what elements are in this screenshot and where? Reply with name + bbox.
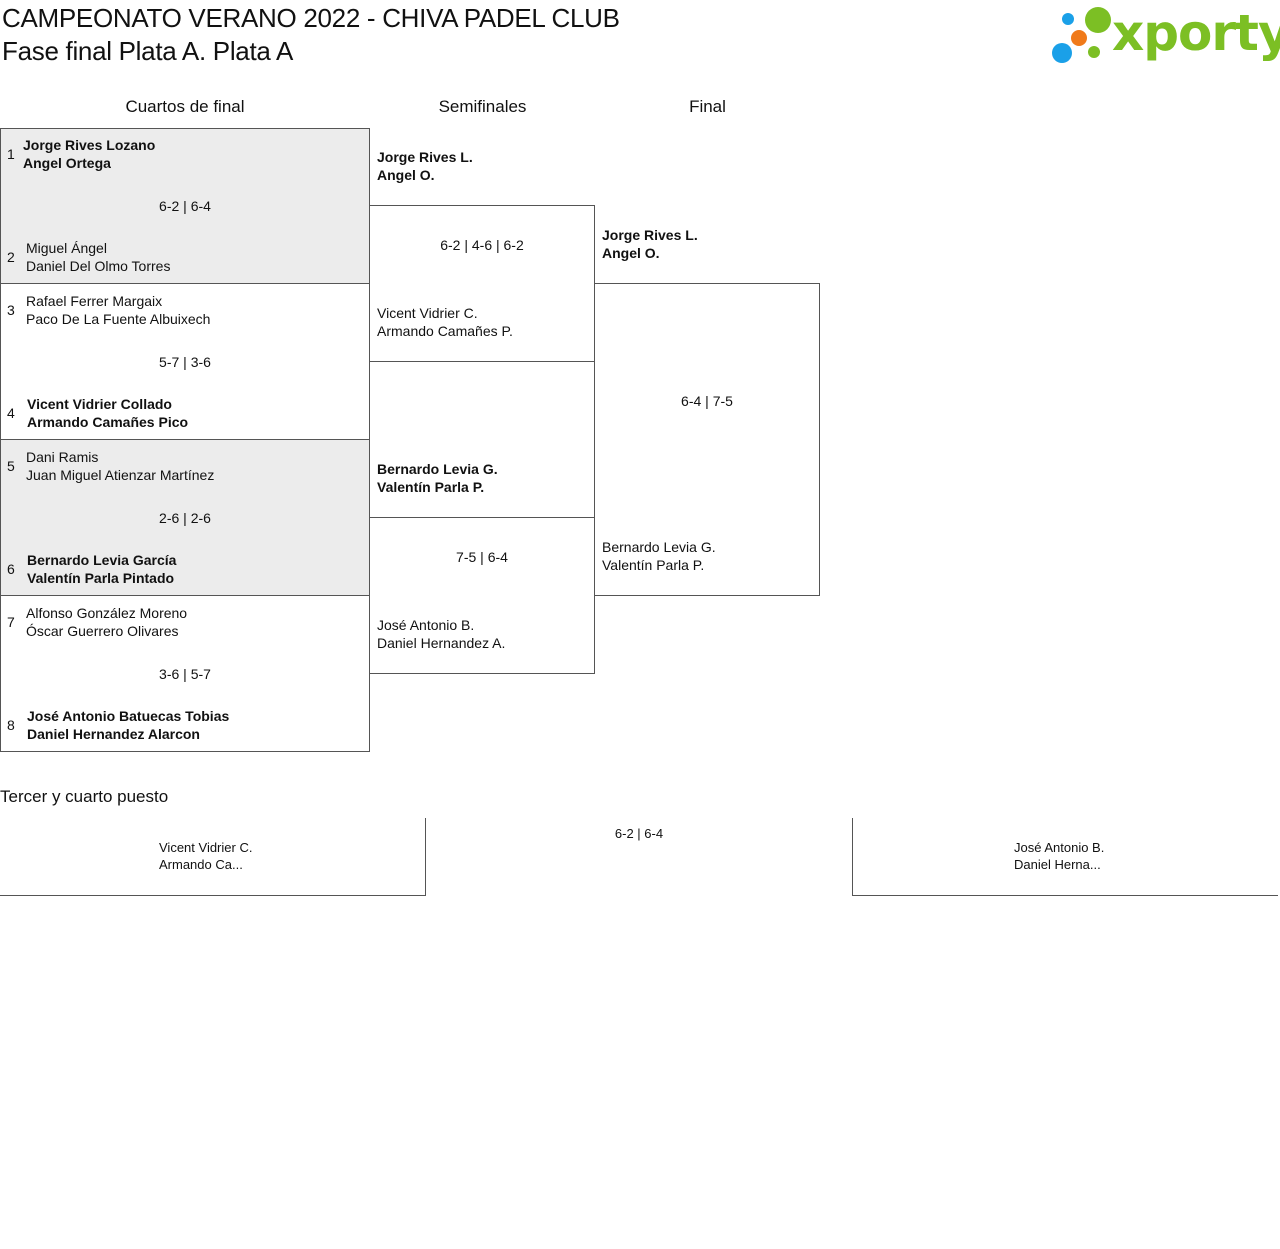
team-player: Vicent Vidrier Collado (27, 396, 172, 412)
team-player: Daniel Del Olmo Torres (26, 258, 171, 274)
match-score: 2-6 | 2-6 (159, 510, 211, 526)
match-score: 6-2 | 6-4 (614, 826, 664, 841)
team-player: Valentín Parla P. (377, 479, 485, 495)
team-player: Armando Camañes P. (377, 323, 513, 339)
team-player: Valentín Parla P. (602, 557, 705, 573)
team-player: Óscar Guerrero Olivares (26, 623, 179, 639)
seed-number: 8 (7, 717, 15, 733)
third-place-heading: Tercer y cuarto puesto (0, 787, 169, 806)
team-player: Bernardo Levia G. (602, 539, 716, 555)
team-player: Angel Ortega (23, 155, 111, 171)
seed-number: 1 (7, 146, 15, 162)
team-player: Alfonso González Moreno (26, 605, 188, 621)
match-score: 5-7 | 3-6 (159, 354, 211, 370)
team-player: Paco De La Fuente Albuixech (26, 311, 211, 327)
match-score: 6-4 | 7-5 (681, 393, 733, 409)
page-title: CAMPEONATO VERANO 2022 - CHIVA PADEL CLU… (2, 3, 620, 33)
team-player: Jorge Rives L. (602, 227, 698, 243)
team-player: José Antonio B. (1014, 840, 1105, 855)
match-score: 7-5 | 6-4 (456, 549, 508, 565)
team-player: Daniel Hernandez Alarcon (27, 726, 200, 742)
team-player: José Antonio Batuecas Tobias (27, 708, 230, 724)
round-quarters-heading: Cuartos de final (125, 97, 245, 116)
final-match (594, 283, 820, 596)
team-player: Rafael Ferrer Margaix (26, 293, 163, 309)
round-final-heading: Final (689, 97, 726, 116)
team-player: Daniel Hernandez A. (377, 635, 506, 651)
team-player: Bernardo Levia García (27, 552, 177, 568)
logo-dots-icon (1052, 7, 1111, 63)
round-semis-heading: Semifinales (438, 97, 527, 116)
team-player: Armando Camañes Pico (27, 414, 189, 430)
team-player: Jorge Rives L. (377, 149, 473, 165)
seed-number: 7 (7, 614, 15, 630)
team-player: Bernardo Levia G. (377, 461, 498, 477)
team-player: Vicent Vidrier C. (377, 305, 478, 321)
qf-match-1 (0, 128, 370, 284)
team-player: Juan Miguel Atienzar Martínez (26, 467, 215, 483)
team-player: José Antonio B. (377, 617, 475, 633)
third-place-left-box (0, 818, 426, 896)
team-player: Dani Ramis (26, 449, 99, 465)
team-player: Vicent Vidrier C. (159, 840, 253, 855)
team-player: Angel O. (602, 245, 660, 261)
team-player: Valentín Parla Pintado (27, 570, 175, 586)
team-player: Miguel Ángel (26, 240, 107, 256)
team-player: Angel O. (377, 167, 435, 183)
match-score: 3-6 | 5-7 (159, 666, 211, 682)
third-place-right-box (852, 818, 1278, 896)
team-player: Armando Ca... (159, 857, 243, 872)
seed-number: 3 (7, 302, 15, 318)
seed-number: 5 (7, 458, 15, 474)
page-subtitle: Fase final Plata A. Plata A (2, 36, 294, 66)
seed-number: 4 (7, 405, 15, 421)
match-score: 6-2 | 4-6 | 6-2 (440, 237, 524, 253)
team-player: Daniel Herna... (1014, 857, 1101, 872)
seed-number: 2 (7, 249, 15, 265)
seed-number: 6 (7, 561, 15, 577)
logo-wordmark: xporty (1112, 4, 1280, 62)
qf-match-3 (0, 439, 370, 596)
team-player: Jorge Rives Lozano (23, 137, 156, 153)
match-score: 6-2 | 6-4 (159, 198, 211, 214)
xporty-logo[interactable]: xporty (1050, 4, 1280, 68)
